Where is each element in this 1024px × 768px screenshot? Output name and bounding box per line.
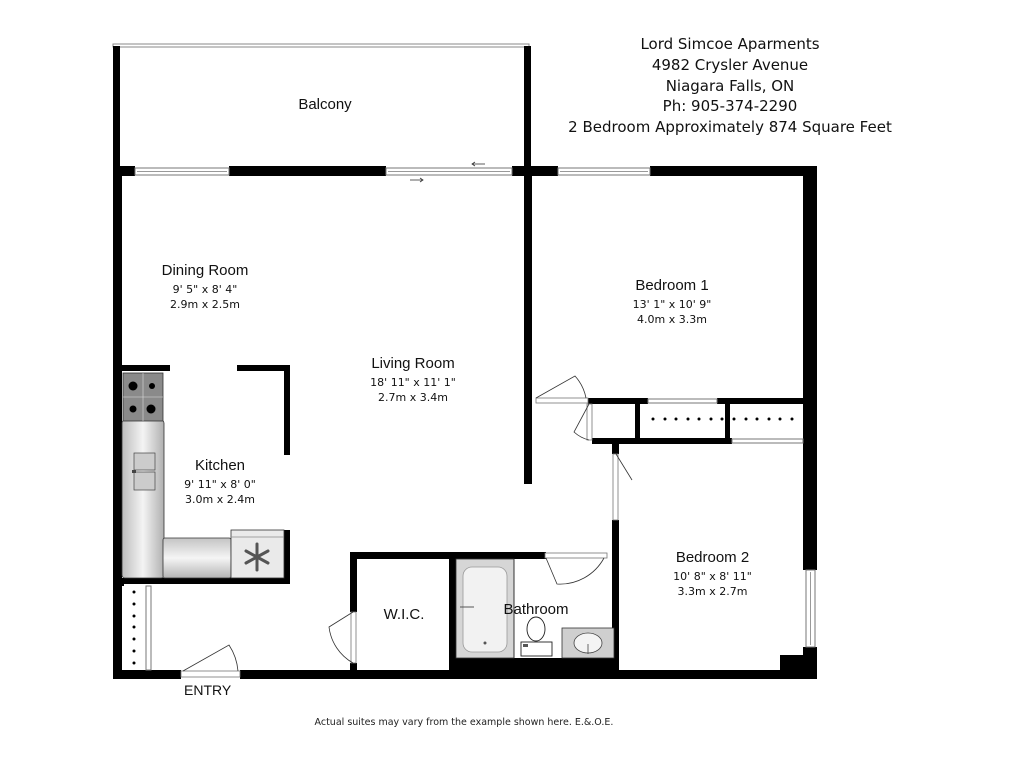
room-bedroom-1: Bedroom 1 13' 1" x 10' 9" 4.0m x 3.3m bbox=[610, 277, 734, 328]
room-wic: W.I.C. bbox=[367, 606, 441, 624]
bathtub-icon bbox=[462, 566, 508, 653]
room-name: Dining Room bbox=[161, 262, 249, 279]
room-name: Kitchen bbox=[194, 457, 246, 474]
room-balcony: Balcony bbox=[265, 96, 385, 114]
room-bathroom: Bathroom bbox=[497, 601, 575, 619]
room-dimensions-imperial: 10' 8" x 8' 11" bbox=[673, 570, 752, 583]
room-dimensions-imperial: 18' 11" x 11' 1" bbox=[370, 376, 456, 389]
unit-summary: 2 Bedroom Approximately 874 Square Feet bbox=[568, 118, 892, 137]
room-dimensions-imperial: 9' 11" x 8' 0" bbox=[184, 478, 256, 491]
phone: Ph: 905-374-2290 bbox=[662, 97, 798, 116]
room-name: Bathroom bbox=[503, 601, 569, 618]
vanity-sink-icon bbox=[561, 627, 615, 659]
room-name: Living Room bbox=[371, 355, 455, 372]
room-dimensions-metric: 3.0m x 2.4m bbox=[185, 493, 255, 506]
windows bbox=[134, 167, 816, 671]
room-name: Bedroom 1 bbox=[635, 277, 709, 294]
room-dining-room: Dining Room 9' 5" x 8' 4" 2.9m x 2.5m bbox=[140, 262, 270, 313]
address: 4982 Crysler Avenue bbox=[651, 55, 809, 74]
room-name: Balcony bbox=[298, 96, 352, 113]
building-name: Lord Simcoe Aparments bbox=[640, 35, 820, 53]
sink-icon bbox=[132, 452, 156, 491]
stove-icon bbox=[122, 372, 164, 422]
room-dimensions-metric: 2.7m x 3.4m bbox=[378, 391, 448, 404]
room-name: Bedroom 2 bbox=[675, 549, 750, 566]
doors bbox=[180, 375, 633, 678]
entry-label: ENTRY bbox=[184, 682, 232, 698]
closet-shelf-dots bbox=[132, 417, 794, 665]
room-bedroom-2: Bedroom 2 10' 8" x 8' 11" 3.3m x 2.7m bbox=[655, 549, 770, 600]
balcony-area bbox=[112, 43, 531, 170]
slide-arrows bbox=[410, 161, 485, 183]
room-dimensions-metric: 2.9m x 2.5m bbox=[170, 298, 240, 311]
property-info: Lord Simcoe Aparments 4982 Crysler Avenu… bbox=[560, 34, 900, 138]
walls bbox=[113, 166, 817, 679]
city: Niagara Falls, ON bbox=[665, 76, 795, 95]
room-dimensions-imperial: 9' 5" x 8' 4" bbox=[172, 283, 238, 296]
room-living-room: Living Room 18' 11" x 11' 1" 2.7m x 3.4m bbox=[353, 355, 473, 406]
room-name: W.I.C. bbox=[383, 606, 425, 623]
room-kitchen: Kitchen 9' 11" x 8' 0" 3.0m x 2.4m bbox=[165, 457, 275, 508]
room-dimensions-imperial: 13' 1" x 10' 9" bbox=[632, 298, 712, 311]
room-dimensions-metric: 4.0m x 3.3m bbox=[637, 313, 707, 326]
bathroom-fixtures bbox=[455, 558, 615, 659]
disclaimer: Actual suites may vary from the example … bbox=[314, 717, 614, 728]
fridge-icon bbox=[230, 529, 285, 579]
toilet-icon bbox=[520, 616, 553, 657]
kitchen-fixtures bbox=[121, 372, 285, 579]
room-dimensions-metric: 3.3m x 2.7m bbox=[677, 585, 748, 598]
